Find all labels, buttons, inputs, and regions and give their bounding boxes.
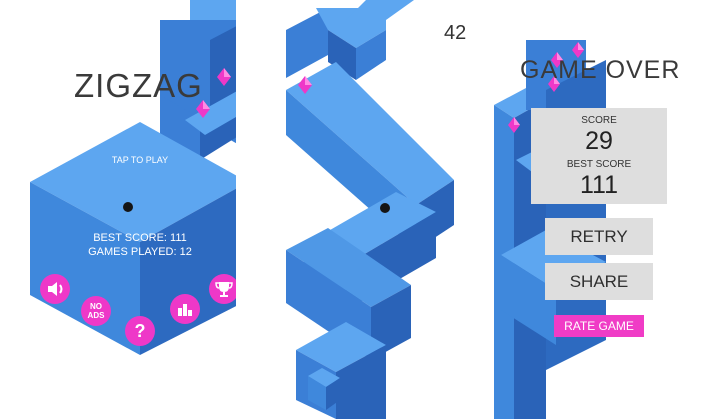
start-platform bbox=[140, 188, 236, 355]
help-button[interactable]: ? bbox=[125, 316, 155, 346]
tap-to-play-label: TAP TO PLAY bbox=[111, 155, 169, 165]
best-score-label: BEST SCORE bbox=[566, 159, 632, 170]
help-icon: ? bbox=[134, 321, 146, 341]
sound-toggle-button[interactable] bbox=[40, 274, 70, 304]
game-over-title: GAME OVER bbox=[520, 56, 681, 84]
no-ads-button[interactable]: NO ADS bbox=[81, 296, 111, 326]
achievements-button[interactable] bbox=[209, 274, 236, 304]
leaderboard-icon bbox=[178, 304, 192, 316]
gem-icon bbox=[508, 117, 520, 133]
ball bbox=[123, 202, 133, 212]
gem-icon bbox=[217, 68, 231, 86]
path-block bbox=[371, 285, 411, 360]
path-block bbox=[336, 345, 386, 419]
game-title: ZIGZAG bbox=[74, 67, 203, 104]
path-block bbox=[286, 8, 366, 78]
falling-block bbox=[308, 368, 340, 387]
path-block bbox=[286, 62, 454, 205]
gem-icon bbox=[196, 100, 210, 118]
menu-playfield bbox=[30, 0, 236, 355]
score-value: 29 bbox=[585, 127, 613, 155]
games-played-text: GAMES PLAYED: 12 bbox=[88, 246, 192, 258]
best-score-text: BEST SCORE: 111 bbox=[93, 232, 187, 244]
game-over-screen: GAME OVER SCORE 29 BEST SCORE 111 RETRY … bbox=[486, 0, 701, 419]
menu-screen: ZIGZAG TAP TO PLAY BEST SCORE: 111 GAMES… bbox=[0, 0, 236, 419]
start-platform bbox=[30, 122, 236, 242]
path-block bbox=[160, 95, 200, 160]
ball bbox=[380, 203, 390, 213]
path-block bbox=[185, 91, 236, 135]
gem-icon bbox=[298, 76, 312, 94]
score-counter: 42 bbox=[444, 22, 467, 44]
no-ads-label: NO ADS bbox=[87, 302, 105, 320]
path-block bbox=[286, 228, 411, 307]
score-card: SCORE 29 BEST SCORE 111 bbox=[531, 108, 667, 204]
best-score-value: 111 bbox=[579, 171, 618, 199]
gem-icon bbox=[551, 52, 563, 68]
rate-game-button[interactable]: RATE GAME bbox=[554, 315, 644, 337]
path-block bbox=[346, 0, 414, 20]
gem-icon bbox=[572, 42, 584, 58]
gameplay-playfield bbox=[286, 0, 454, 419]
retry-button[interactable]: RETRY bbox=[545, 218, 653, 255]
start-platform bbox=[30, 182, 140, 355]
path-block bbox=[356, 30, 386, 80]
falling-block bbox=[308, 376, 326, 410]
trophy-icon bbox=[215, 282, 233, 297]
path-block bbox=[328, 30, 356, 80]
gem-icon bbox=[548, 76, 560, 92]
speaker-icon bbox=[48, 282, 63, 296]
share-button[interactable]: SHARE bbox=[545, 263, 653, 300]
gameplay-screen: 42 bbox=[236, 0, 486, 419]
path-block bbox=[501, 255, 556, 345]
leaderboard-button[interactable] bbox=[170, 294, 200, 324]
path-block bbox=[190, 0, 236, 20]
score-label: SCORE bbox=[581, 115, 617, 126]
path-block bbox=[296, 322, 386, 372]
falling-block bbox=[326, 378, 340, 410]
